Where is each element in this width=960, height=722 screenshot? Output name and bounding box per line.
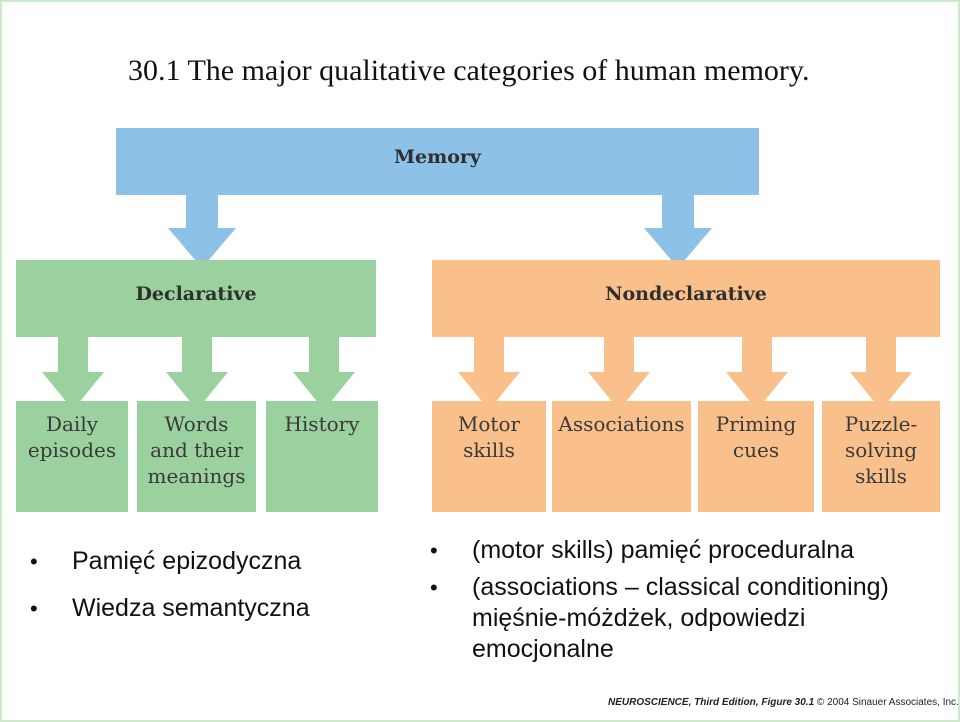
history-label: History — [284, 412, 360, 436]
memory-label: Memory — [394, 145, 481, 168]
priming-cues-label: Priming cues — [715, 412, 797, 462]
note-episodic: Pamięć epizodyczna — [72, 547, 302, 575]
bullet-icon: • — [430, 538, 438, 563]
puzzle-solving-label: Puzzle- solving skills — [844, 412, 918, 488]
notes-left-list: • Pamięć epizodyczna • Wiedza semantyczn… — [30, 546, 310, 640]
motor-skills-box: Motor skills — [432, 401, 546, 512]
arrow-declarative-to-words — [166, 337, 228, 410]
bullet-icon: • — [430, 575, 438, 600]
bullet-icon: • — [30, 549, 38, 574]
list-item: • Pamięć epizodyczna — [30, 546, 310, 577]
words-meanings-box: Words and their meanings — [137, 401, 256, 512]
bullet-icon: • — [30, 596, 38, 621]
daily-episodes-label: Daily episodes — [27, 412, 117, 462]
notes-right-list: • (motor skills) pamięć proceduralna • (… — [430, 535, 955, 671]
note-semantic: Wiedza semantyczna — [72, 594, 310, 622]
arrow-nondeclarative-to-puzzle-solving — [850, 337, 912, 410]
slide-title: 30.1 The major qualitative categories of… — [128, 54, 810, 87]
arrow-nondeclarative-to-associations — [588, 337, 650, 410]
list-item: • (motor skills) pamięć proceduralna — [430, 535, 955, 566]
arrow-declarative-to-history — [293, 337, 355, 410]
nondeclarative-box: Nondeclarative — [432, 260, 940, 337]
associations-box: Associations — [552, 401, 691, 512]
arrow-nondeclarative-to-motor-skills — [458, 337, 520, 410]
nondeclarative-label: Nondeclarative — [605, 282, 767, 305]
credit-copyright: © 2004 Sinauer Associates, Inc. — [816, 697, 959, 708]
list-item: • Wiedza semantyczna — [30, 593, 310, 624]
daily-episodes-box: Daily episodes — [16, 401, 128, 512]
words-meanings-label: Words and their meanings — [147, 412, 246, 488]
note-procedural: (motor skills) pamięć proceduralna — [472, 536, 855, 564]
priming-cues-box: Priming cues — [698, 401, 814, 512]
history-box: History — [266, 401, 378, 512]
arrow-memory-to-declarative — [168, 195, 236, 268]
arrow-declarative-to-daily-episodes — [42, 337, 104, 410]
list-item: • (associations – classical conditioning… — [430, 572, 955, 665]
declarative-box: Declarative — [16, 260, 376, 337]
credit-book: NEUROSCIENCE, Third Edition, Figure 30.1 — [608, 697, 815, 708]
note-conditioning: (associations – classical conditioning) … — [472, 573, 889, 663]
memory-box: Memory — [116, 128, 759, 195]
motor-skills-label: Motor skills — [457, 412, 521, 462]
figure-credit: NEUROSCIENCE, Third Edition, Figure 30.1… — [608, 697, 959, 708]
puzzle-solving-box: Puzzle- solving skills — [822, 401, 940, 512]
associations-label: Associations — [558, 412, 685, 436]
arrow-nondeclarative-to-priming-cues — [726, 337, 788, 410]
arrow-memory-to-nondeclarative — [644, 195, 712, 268]
declarative-label: Declarative — [135, 282, 257, 305]
